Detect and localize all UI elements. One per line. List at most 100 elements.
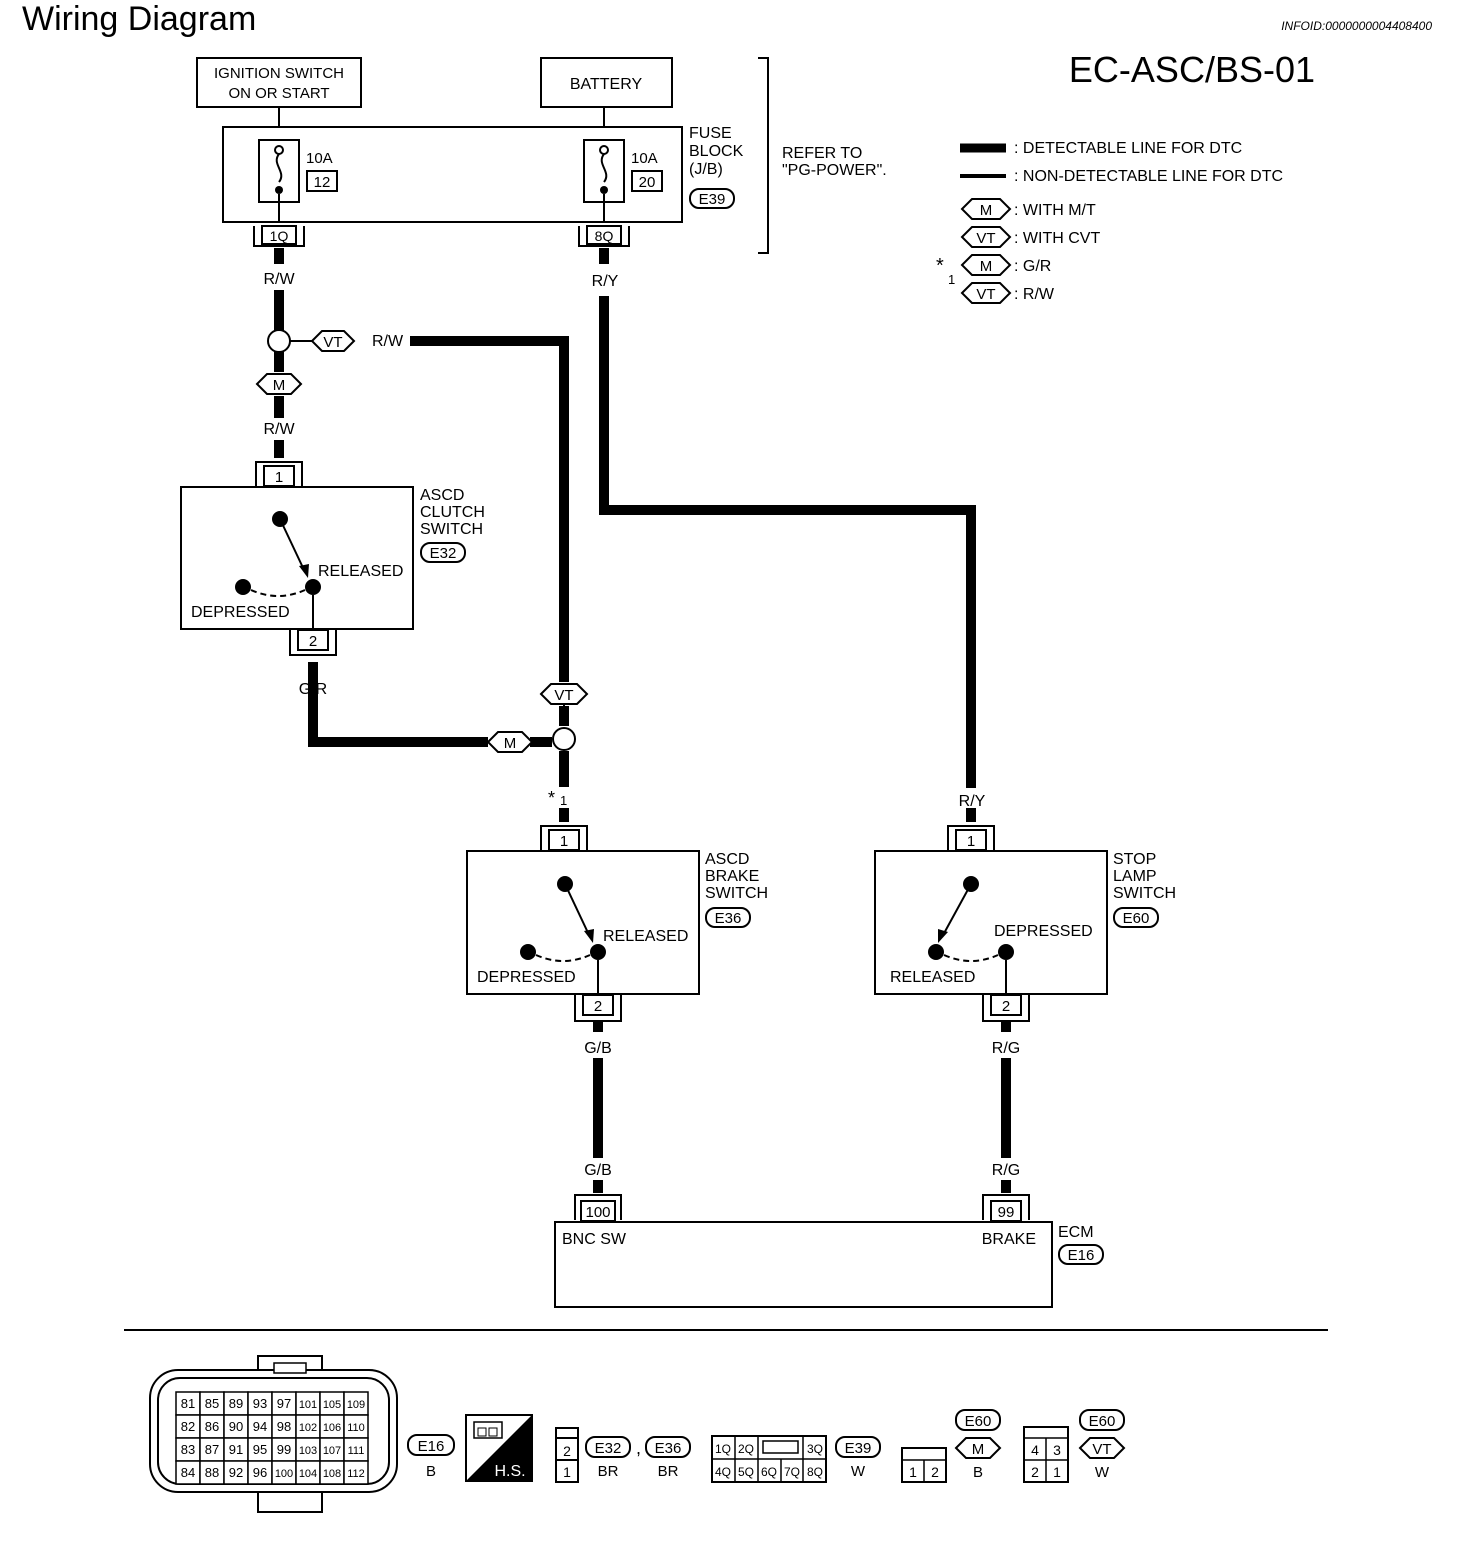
clutch-switch-pin-out-label: 2: [309, 633, 317, 650]
legend-mt-tag: [960, 198, 1012, 220]
e60-mt-pin-2: 2: [931, 1464, 939, 1480]
e16-pin-label: 91: [229, 1442, 243, 1457]
legend-note-star: *: [936, 255, 944, 277]
stop-lamp-switch-box: [874, 850, 1108, 995]
e32-id-badge: [585, 1436, 631, 1458]
e60-mt-color: B: [973, 1464, 983, 1481]
fuse-block-label-2: BLOCK: [689, 143, 744, 160]
ecm-pin-a-label: 100: [585, 1204, 610, 1221]
e16-pin-label: 100: [275, 1468, 293, 1480]
wire-label-ry-1: R/Y: [592, 273, 619, 290]
ecm-conn-badge: [1058, 1244, 1104, 1265]
tag-vt-mid: [539, 683, 589, 705]
e16-pin-label: 101: [299, 1399, 317, 1411]
ecm-label: ECM: [1058, 1224, 1094, 1241]
e16-pin-label: 112: [347, 1468, 365, 1480]
legend-cvt-tag: [960, 226, 1012, 248]
legend-note-m-text: : G/R: [1014, 258, 1051, 275]
e16-pin-label: 111: [348, 1445, 365, 1457]
fuse-block-label-3: (J/B): [689, 161, 723, 178]
hs-label: H.S.: [494, 1463, 525, 1480]
e36-id: E36: [655, 1440, 682, 1457]
e16-pin-label: 89: [229, 1396, 243, 1411]
e16-pin-label: 90: [229, 1419, 243, 1434]
clutch-switch-box: [180, 486, 414, 630]
e60-mt-id: E60: [965, 1413, 992, 1430]
e16-pin-label: 110: [347, 1422, 365, 1434]
stop-lamp-switch-contacts: [928, 876, 1014, 994]
brake-switch-name-1: ASCD: [705, 851, 749, 868]
ecm-pin-a-name: BNC SW: [562, 1231, 627, 1248]
wire-label-star-sub: 1: [560, 793, 567, 808]
ecm-box: [554, 1221, 1053, 1308]
e39-pin-7q: 7Q: [784, 1465, 800, 1479]
e60-cvt-color: W: [1095, 1464, 1110, 1481]
clutch-switch-released: RELEASED: [318, 563, 403, 580]
e60-cvt-pin-3: 3: [1053, 1442, 1061, 1458]
e32-id: E32: [595, 1440, 622, 1457]
wire-label-rg-1: R/G: [992, 1040, 1020, 1057]
stop-lamp-switch-pin-out-label: 2: [1002, 998, 1010, 1015]
brake-switch-name-2: BRAKE: [705, 868, 759, 885]
legend-note-m-tag-text: M: [980, 258, 993, 275]
refer-text-2: "PG-POWER".: [782, 162, 887, 179]
battery-box: [540, 57, 673, 108]
e16-pin-label: 93: [253, 1396, 267, 1411]
tag-m-mid-text: M: [504, 735, 517, 752]
e60-cvt-pin-1: 1: [1053, 1464, 1061, 1480]
fuse-block-label-1: FUSE: [689, 125, 732, 142]
e60-mt-id-badge: [955, 1409, 1001, 1431]
brake-switch-contacts: [520, 876, 606, 994]
e16-pin-label: 96: [253, 1465, 267, 1480]
e60-mt-connector-view: [901, 1447, 947, 1483]
e16-pin-label: 106: [323, 1422, 341, 1434]
e60-mt-tag: [954, 1437, 1002, 1459]
stop-lamp-switch-name-3: SWITCH: [1113, 885, 1176, 902]
refer-text-1: REFER TO: [782, 145, 862, 162]
wire-label-gb-2: G/B: [584, 1162, 612, 1179]
e39-color: W: [851, 1463, 866, 1480]
ecm-pin-b: [982, 1194, 1030, 1222]
clutch-switch-name-2: CLUTCH: [420, 504, 485, 521]
e16-pin-label: 88: [205, 1465, 219, 1480]
e16-pin-cell: [343, 1460, 369, 1485]
e32-color: BR: [598, 1463, 619, 1480]
e39-pin-5q: 5Q: [738, 1465, 754, 1479]
legend-note-vt-text: : R/W: [1014, 286, 1055, 303]
fuse-1-terminal-label: 1Q: [270, 228, 289, 244]
wire-label-star: *: [548, 788, 555, 808]
fuse-2-terminal: [578, 225, 630, 247]
e16-pin-label: 95: [253, 1442, 267, 1457]
wire-label-rw-2: R/W: [263, 421, 295, 438]
stop-lamp-switch-released: RELEASED: [890, 969, 975, 986]
e16-pin-label: 86: [205, 1419, 219, 1434]
e16-pin-label: 97: [277, 1396, 291, 1411]
e39-pin-3q: 3Q: [807, 1442, 823, 1456]
legend-cvt-text: : WITH CVT: [1014, 230, 1100, 247]
ecm-pin-b-label: 99: [998, 1204, 1015, 1221]
legend-note-m-tag: [960, 254, 1012, 276]
e32-e36-connector-view: [555, 1427, 579, 1483]
e39-pin-4q: 4Q: [715, 1465, 731, 1479]
e60-cvt-connector-view: [1023, 1426, 1069, 1483]
e39-pin-2q: 2Q: [738, 1442, 754, 1456]
e36-id-badge: [645, 1436, 691, 1458]
page-title: Wiring Diagram: [22, 0, 256, 38]
legend-detectable-text: : DETECTABLE LINE FOR DTC: [1014, 140, 1242, 157]
ignition-switch-line2: ON OR START: [228, 85, 329, 102]
tag-m-mid: [486, 731, 534, 753]
wire-label-rw-1: R/W: [263, 271, 295, 288]
clutch-switch-contacts: [235, 511, 321, 629]
tag-m-top-text: M: [273, 377, 286, 394]
e16-pin-label: 108: [323, 1468, 341, 1480]
wire-label-gr: G/R: [299, 681, 327, 698]
e16-pin-label: 92: [229, 1465, 243, 1480]
e16-pin-label: 105: [323, 1399, 341, 1411]
wire-bundle-thick: [274, 248, 1011, 1193]
fuse-1-number: 12: [314, 174, 331, 191]
e16-pin-label: 94: [253, 1419, 267, 1434]
info-id: INFOID:0000000004408400: [1281, 19, 1432, 33]
e16-id-badge: [407, 1434, 455, 1456]
fuse-1: [258, 139, 300, 222]
wire-label-ry-2: R/Y: [959, 793, 986, 810]
